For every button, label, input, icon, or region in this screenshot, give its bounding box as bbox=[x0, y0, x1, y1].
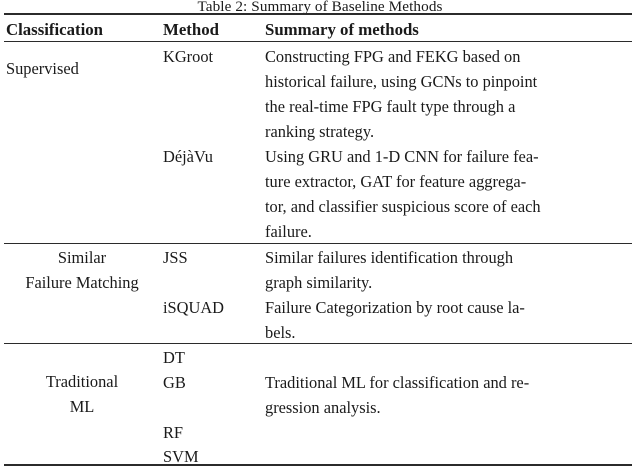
table-caption: Table 2: Summary of Baseline Methods bbox=[197, 0, 443, 15]
row-group-label-line: Failure Matching bbox=[25, 273, 139, 292]
summary-line: Traditional ML for classification and re… bbox=[265, 373, 530, 392]
summary-cell-kgroot: Constructing FPG and FEKG based on histo… bbox=[265, 44, 632, 144]
summary-line: failure. bbox=[265, 222, 312, 241]
column-header-method: Method bbox=[163, 20, 219, 39]
summary-cell-traditional-ml: Traditional ML for classification and re… bbox=[265, 370, 632, 420]
summary-cell-isquad: Failure Categorization by root cause la-… bbox=[265, 295, 632, 345]
summary-line: tor, and classifier suspicious score of … bbox=[265, 197, 541, 216]
method-cell-jss: JSS bbox=[163, 248, 188, 267]
summary-line: Failure Categorization by root cause la- bbox=[265, 298, 525, 317]
row-group-label-line: ML bbox=[69, 397, 95, 416]
summary-line: historical failure, using GCNs to pinpoi… bbox=[265, 72, 538, 91]
row-group-label-supervised: Supervised bbox=[6, 56, 158, 81]
table-group-rule-1 bbox=[4, 243, 632, 245]
method-cell-rf: RF bbox=[163, 423, 184, 442]
method-cell-kgroot: KGroot bbox=[163, 47, 214, 66]
summary-line: gression analysis. bbox=[265, 398, 381, 417]
method-cell-dejavu: DéjàVu bbox=[163, 147, 213, 166]
row-group-label-similar-failure-matching: Similar Failure Matching bbox=[6, 245, 158, 295]
summary-line: Using GRU and 1-D CNN for failure fea- bbox=[265, 147, 539, 166]
method-cell-svm: SVM bbox=[163, 447, 199, 466]
summary-line: ture extractor, GAT for feature aggrega- bbox=[265, 172, 527, 191]
table-bottom-rule bbox=[4, 464, 632, 466]
method-cell-dt: DT bbox=[163, 348, 185, 367]
summary-line: ranking strategy. bbox=[265, 122, 375, 141]
table-group-rule-2 bbox=[4, 343, 632, 345]
summary-line: graph similarity. bbox=[265, 273, 373, 292]
summary-line: bels. bbox=[265, 323, 296, 342]
summary-line: the real-time FPG fault type through a bbox=[265, 97, 516, 116]
summary-line: Constructing FPG and FEKG based on bbox=[265, 47, 521, 66]
row-group-label-line: Supervised bbox=[6, 59, 79, 78]
table-top-rule bbox=[4, 13, 632, 15]
table-header-rule bbox=[4, 41, 632, 43]
summary-cell-dejavu: Using GRU and 1-D CNN for failure fea- t… bbox=[265, 144, 632, 244]
summary-cell-jss: Similar failures identification through … bbox=[265, 245, 632, 295]
column-header-classification: Classification bbox=[6, 20, 103, 39]
method-cell-gb: GB bbox=[163, 373, 186, 392]
summary-line: Similar failures identification through bbox=[265, 248, 514, 267]
method-cell-isquad: iSQUAD bbox=[163, 298, 225, 317]
column-header-summary: Summary of methods bbox=[265, 20, 419, 39]
row-group-label-line: Similar bbox=[57, 248, 107, 267]
row-group-label-traditional-ml: Traditional ML bbox=[6, 369, 158, 419]
row-group-label-line: Traditional bbox=[45, 372, 119, 391]
